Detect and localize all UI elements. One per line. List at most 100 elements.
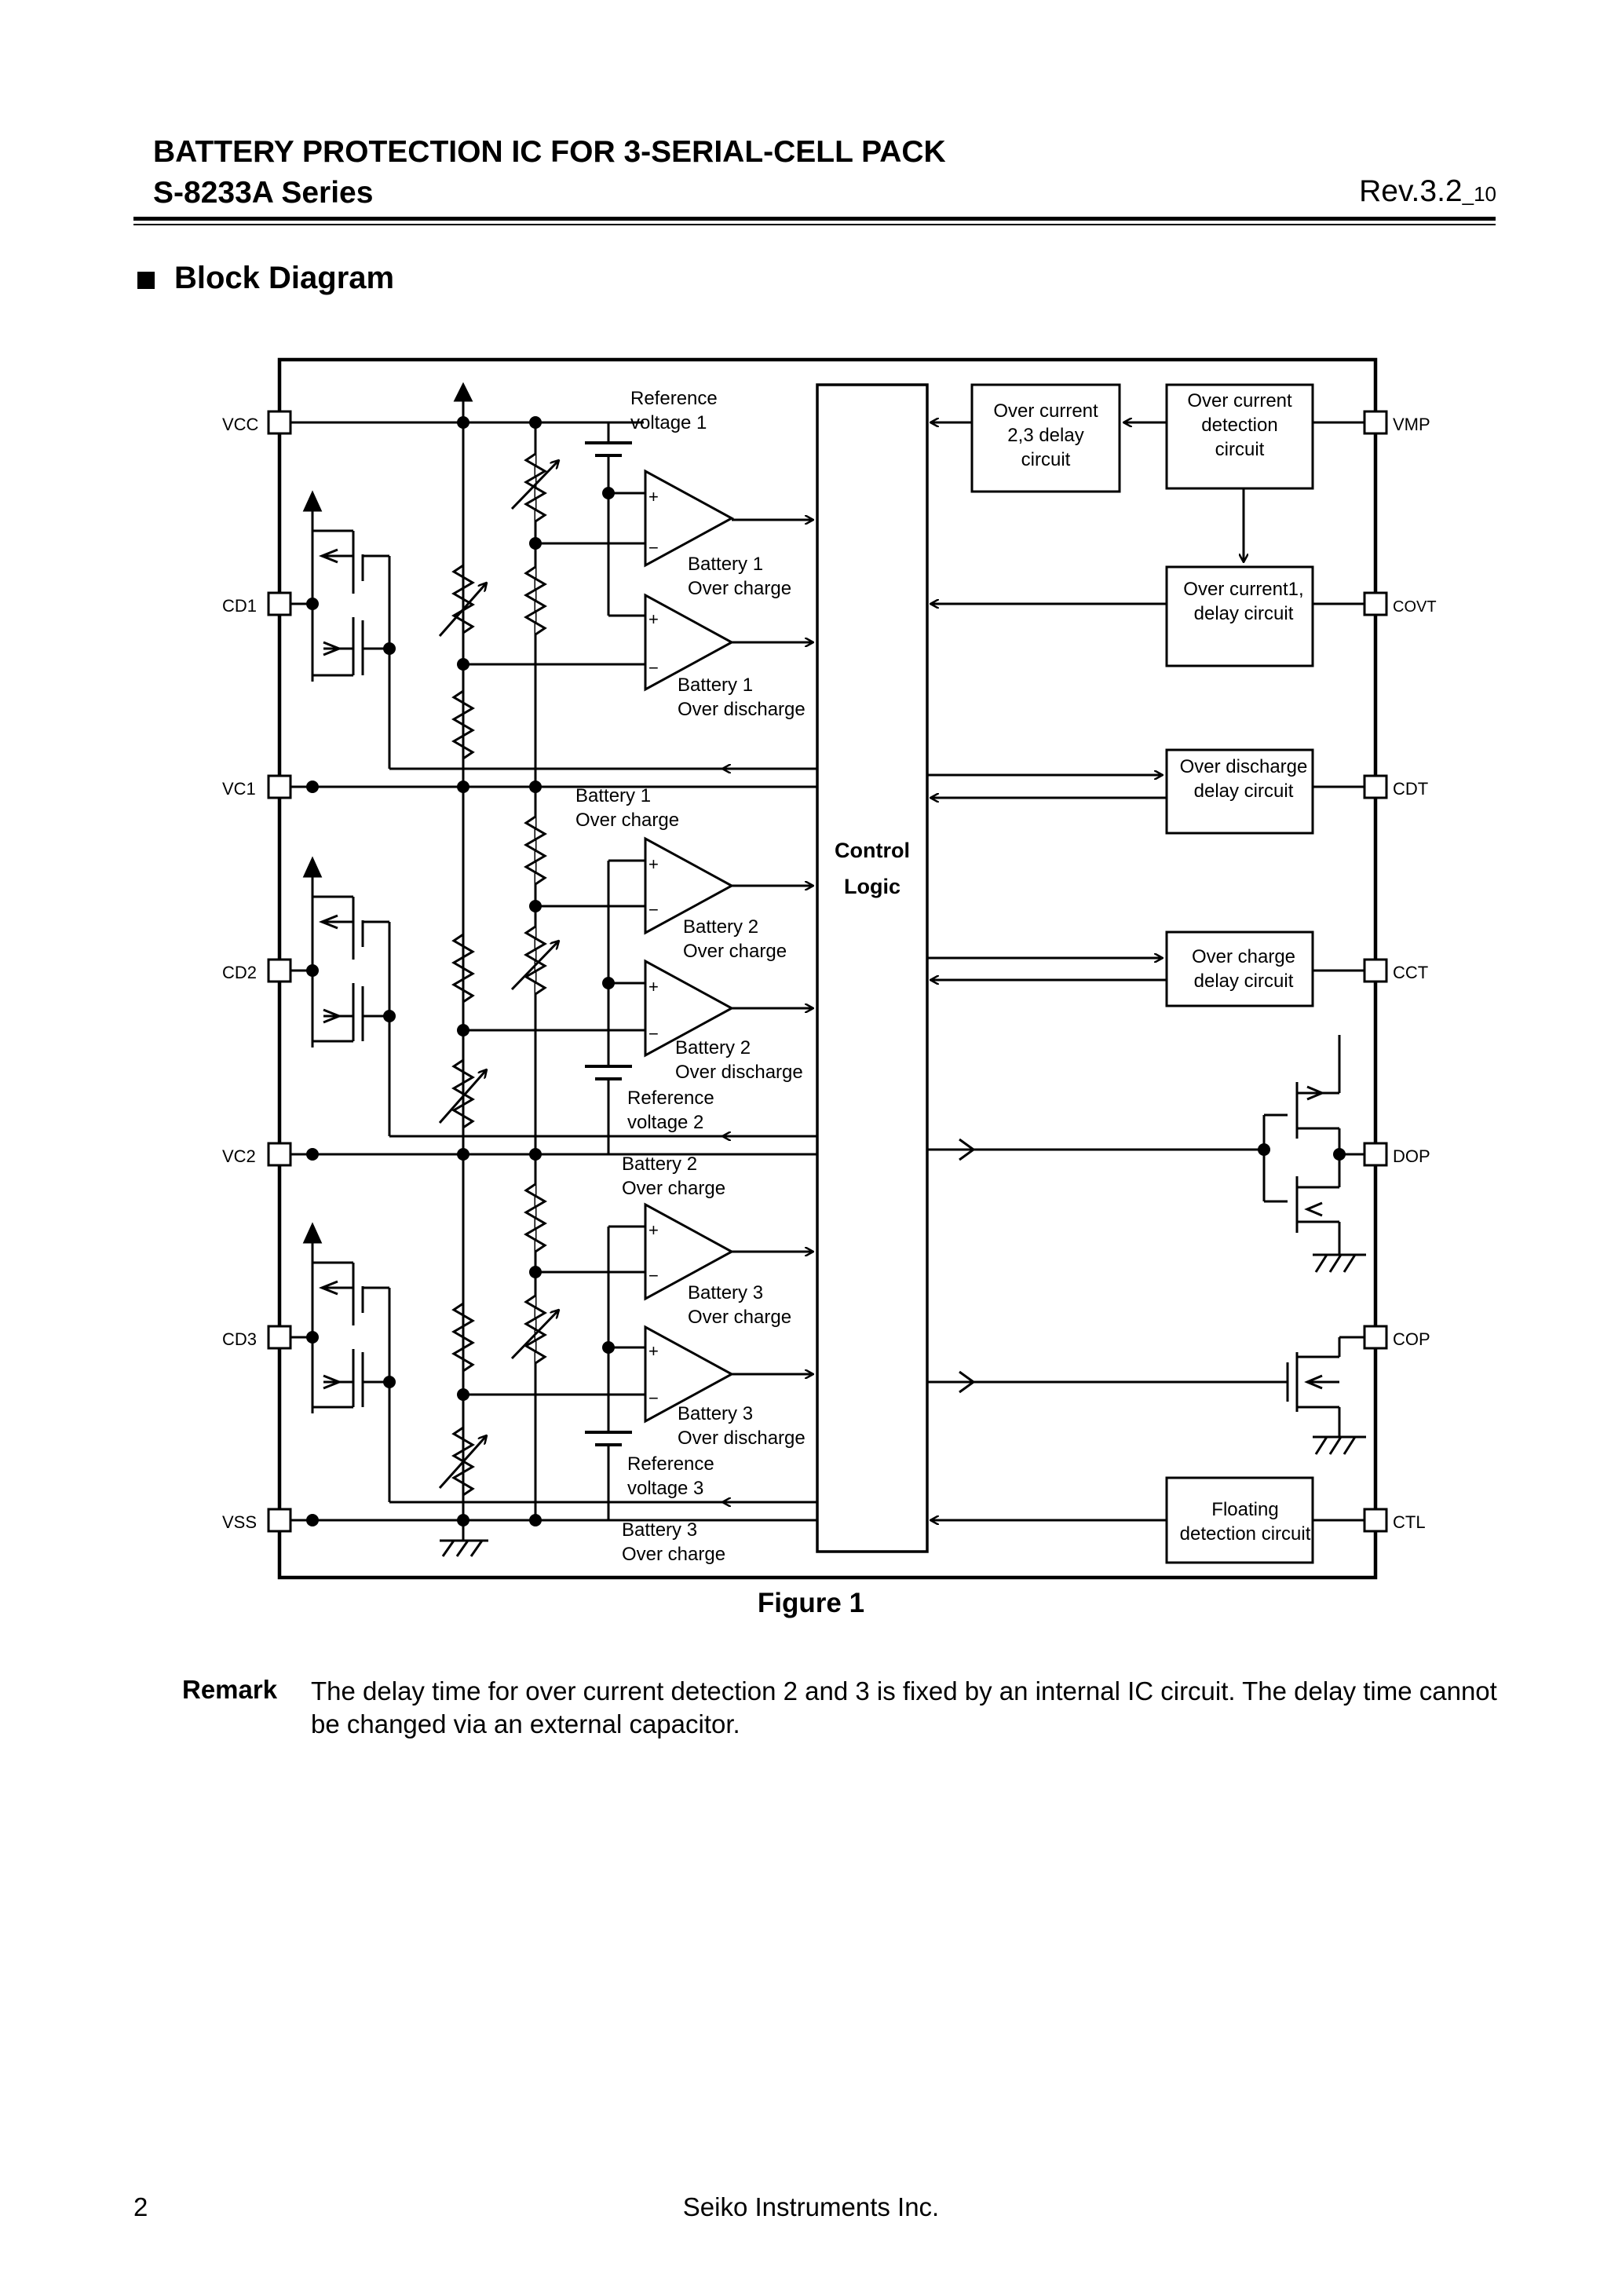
comparator-b2-overcharge — [644, 836, 813, 935]
ref2-label-1: Reference — [627, 1088, 714, 1109]
figure-caption: Figure 1 — [757, 1588, 865, 1618]
page-number: 2 — [133, 2192, 148, 2221]
cd3-transistor-pair — [290, 1222, 391, 1413]
float-label-2: detection circuit — [1180, 1523, 1311, 1545]
cmp-b2-od-label-2: Over discharge — [675, 1062, 803, 1083]
junction-dots — [306, 416, 1346, 1526]
pin-vss-label: VSS — [222, 1512, 257, 1532]
comparator-b3-overdischarge — [644, 1325, 813, 1424]
bus-b3-label-2: Over charge — [622, 1544, 725, 1565]
section-title: Block Diagram — [174, 261, 395, 295]
resistor-ladder-right — [510, 422, 559, 1520]
pin-covt-box — [1363, 591, 1388, 616]
cmp-b1-od-label-1: Battery 1 — [678, 675, 753, 696]
pin-cop-box — [1363, 1325, 1388, 1350]
cmp-plus-sign: + — [648, 609, 659, 629]
cop-output-transistor — [1286, 1336, 1366, 1455]
cmp-b1-oc-label-1: Battery 1 — [688, 554, 763, 575]
cmp-b3-oc-label-1: Battery 3 — [688, 1282, 763, 1303]
pin-cd3-box — [267, 1325, 292, 1350]
header-rule-thick — [133, 217, 1496, 221]
over-current1-delay-block — [1165, 565, 1314, 667]
pin-cdt-box — [1363, 774, 1388, 799]
cmp-b3-od-label-2: Over discharge — [678, 1428, 806, 1449]
pin-cop-label: COP — [1393, 1329, 1430, 1349]
ref3-label-2: voltage 3 — [627, 1478, 703, 1499]
pin-vcc-label: VCC — [222, 415, 259, 434]
over-charge-delay-block — [1165, 930, 1314, 1007]
pin-vc2-label: VC2 — [222, 1146, 256, 1166]
cmp-plus-sign: + — [648, 1220, 659, 1240]
pin-vss-box — [267, 1508, 292, 1533]
ref2-label-2: voltage 2 — [627, 1112, 703, 1133]
bus-b1-label-2: Over charge — [575, 810, 679, 831]
bus-b3-label-1: Battery 3 — [622, 1519, 697, 1541]
bus-b2-label-2: Over charge — [622, 1178, 725, 1199]
comparator-b1-overdischarge — [644, 593, 813, 692]
comparator-b1-overcharge — [644, 469, 813, 568]
ocd-label-1: Over charge — [1192, 946, 1295, 967]
cmp-plus-sign: + — [648, 977, 659, 996]
pin-cd3-label: CD3 — [222, 1329, 257, 1349]
cmp-b3-od-label-1: Battery 3 — [678, 1403, 753, 1424]
pin-cct-box — [1363, 958, 1388, 983]
oc1-label-2: delay circuit — [1194, 603, 1294, 624]
odd-label-2: delay circuit — [1194, 781, 1294, 802]
pin-vcc-box — [267, 410, 292, 435]
document-title: BATTERY PROTECTION IC FOR 3-SERIAL-CELL … — [153, 135, 946, 169]
pin-cd2-label: CD2 — [222, 963, 257, 982]
control-logic-label-1: Control — [835, 839, 910, 862]
ocdet-label-1: Over current — [1187, 390, 1292, 411]
document-series: S-8233A Series — [153, 176, 374, 210]
over-current-23-delay-block — [970, 383, 1121, 493]
floating-detection-block — [1165, 1476, 1314, 1564]
cd2-transistor-pair — [290, 856, 391, 1047]
reference-voltage-3-source — [585, 1347, 632, 1520]
ocd-label-2: delay circuit — [1194, 971, 1294, 992]
reference-voltage-2-source — [585, 983, 632, 1154]
ocdet-label-2: detection — [1201, 415, 1277, 436]
ocdet-label-3: circuit — [1215, 439, 1265, 460]
control-logic-block — [816, 383, 929, 1553]
revision-main: Rev.3.2 — [1359, 174, 1463, 208]
cmp-b2-oc-label-2: Over charge — [683, 941, 787, 962]
pin-cdt-label: CDT — [1393, 779, 1428, 799]
oc23-label-3: circuit — [1021, 449, 1071, 470]
pin-cd1-label: CD1 — [222, 596, 257, 616]
dop-output-inverter — [1262, 1035, 1366, 1273]
pin-cd1-box — [267, 591, 292, 616]
footer-company: Seiko Instruments Inc. — [682, 2192, 940, 2221]
revision-label: Rev.3.2_10 — [1359, 174, 1496, 209]
pin-ctl-label: CTL — [1393, 1512, 1426, 1532]
cd1-transistor-pair — [290, 490, 391, 682]
over-current-detection-block — [1165, 383, 1314, 490]
pin-ctl-box — [1363, 1508, 1388, 1533]
remark-text: The delay time for over current detectio… — [311, 1676, 1497, 1738]
bus-b2-label-1: Battery 2 — [622, 1153, 697, 1175]
pin-cct-label: CCT — [1393, 963, 1428, 982]
comparator-b3-overcharge — [644, 1202, 813, 1301]
ref1-label-1: Reference — [630, 388, 718, 409]
cmp-plus-sign: + — [648, 487, 659, 506]
cmp-b2-od-label-1: Battery 2 — [675, 1037, 751, 1058]
control-logic-label-2: Logic — [844, 875, 901, 898]
reference-voltage-1-source — [585, 422, 632, 493]
resistor-ladder-left — [438, 564, 487, 1497]
comparator-b2-overdischarge — [644, 959, 813, 1058]
pin-vmp-label: VMP — [1393, 415, 1430, 434]
cmp-plus-sign: + — [648, 1341, 659, 1361]
cmp-b2-oc-label-1: Battery 2 — [683, 916, 758, 938]
cmp-minus-sign: − — [648, 538, 659, 558]
header-rule-thin — [133, 224, 1496, 225]
ref1-label-2: voltage 1 — [630, 412, 707, 433]
pin-vc1-label: VC1 — [222, 779, 256, 799]
pin-covt-label: COVT — [1393, 598, 1437, 616]
oc23-label-1: Over current — [993, 400, 1098, 422]
ref3-label-1: Reference — [627, 1453, 714, 1475]
cmp-minus-sign: − — [648, 900, 659, 919]
pin-cd2-box — [267, 958, 292, 983]
over-discharge-delay-block — [1165, 748, 1314, 835]
cmp-b3-oc-label-2: Over charge — [688, 1307, 791, 1328]
pin-vc1-box — [267, 774, 292, 799]
